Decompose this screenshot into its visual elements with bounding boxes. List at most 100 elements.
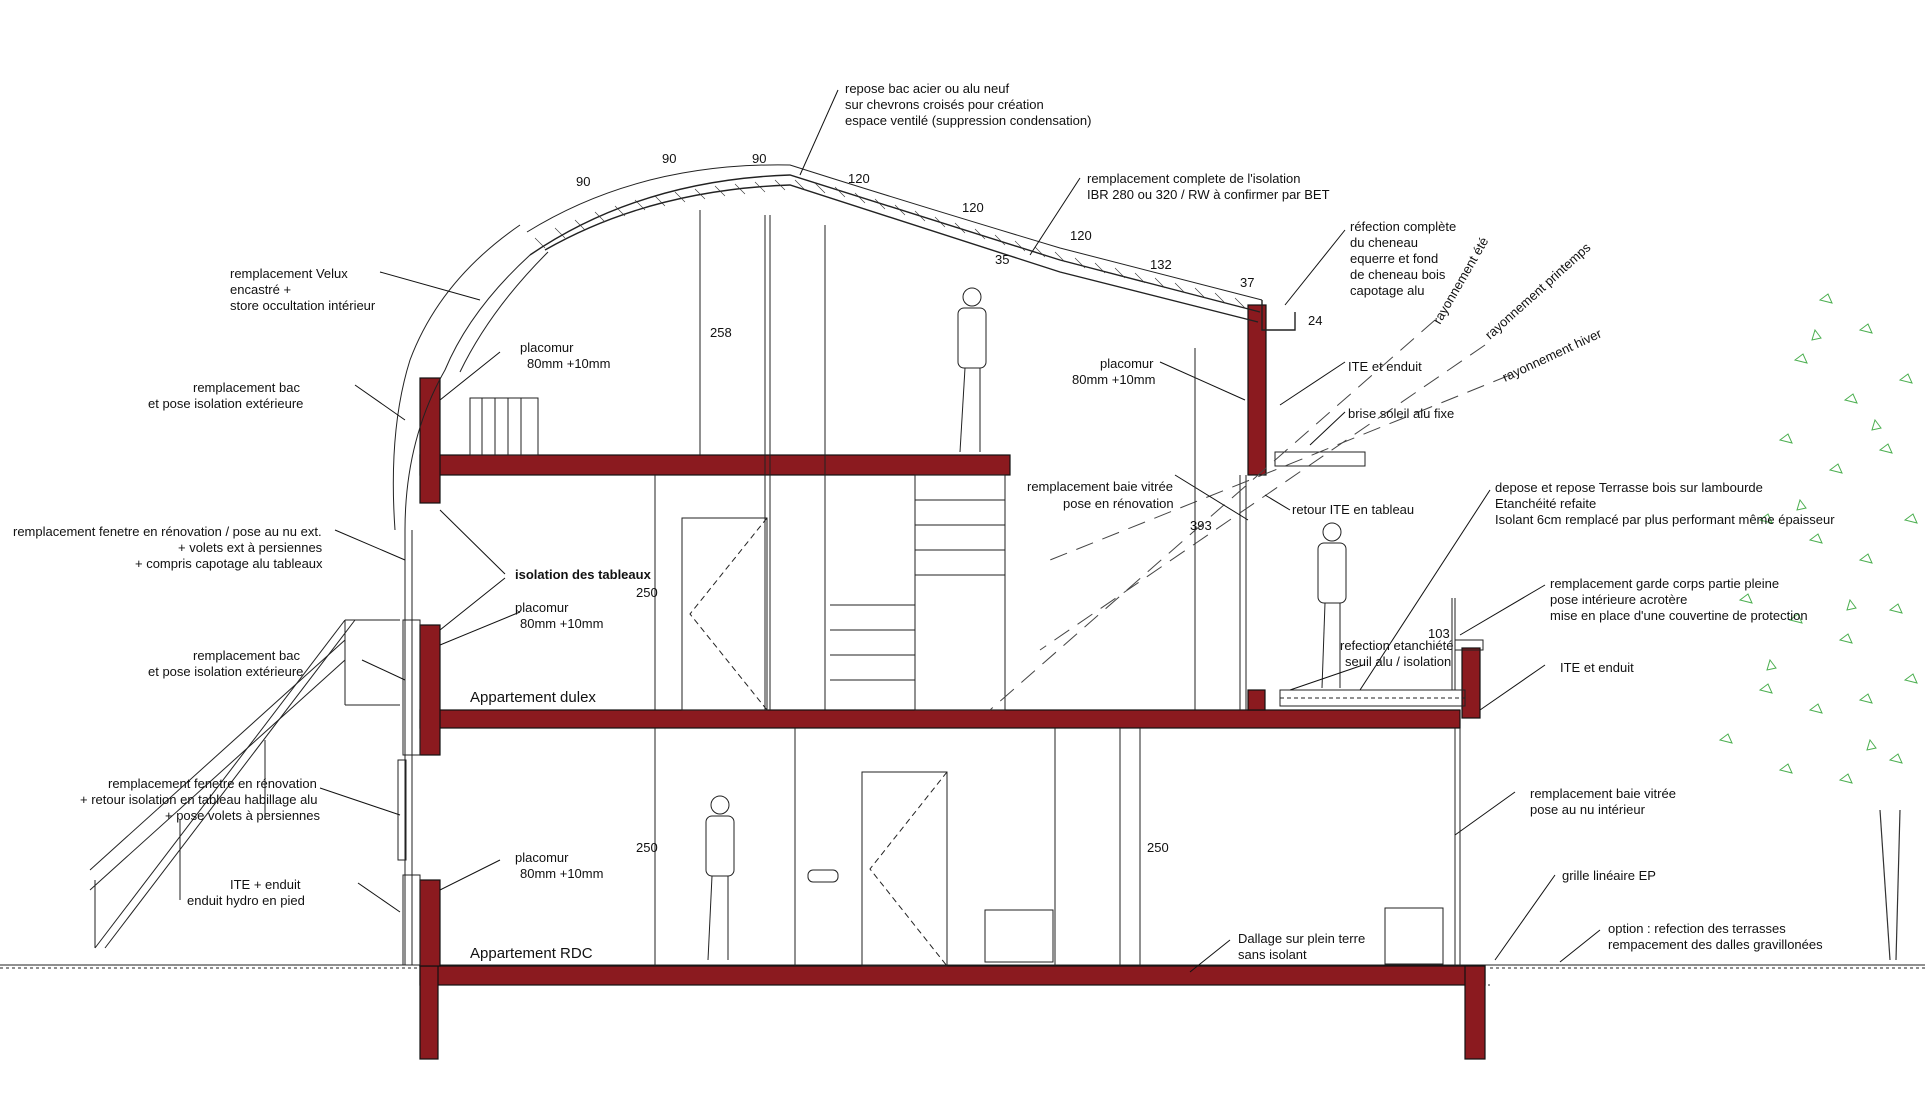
svg-text:remplacement fenetre en rénova: remplacement fenetre en rénovation / pos…: [13, 524, 322, 539]
roof: [392, 164, 1296, 531]
roof-insulation-hatch: [534, 179, 1246, 309]
ground-slab: [419, 965, 1486, 986]
svg-text:Etanchéité refaite: Etanchéité refaite: [1495, 496, 1596, 511]
annotation-ite-right-mid: ITE et enduit: [1560, 660, 1634, 675]
annotation-isolation-tableaux: isolation des tableaux: [515, 567, 652, 582]
svg-text:placomur: placomur: [515, 600, 569, 615]
annotation-garde-corps: remplacement garde corps partie pleine p…: [1550, 576, 1808, 623]
svg-text:80mm +10mm: 80mm +10mm: [520, 616, 603, 631]
annotation-cheneau: réfection complète du cheneau equerre et…: [1350, 219, 1456, 298]
terrace-step: [1247, 689, 1266, 711]
label-sun-winter: rayonnement hiver: [1500, 325, 1605, 384]
room-label-ground: Appartement RDC: [470, 945, 593, 962]
svg-text:placomur: placomur: [515, 850, 569, 865]
annotation-bac-mid-left: remplacement bac et pose isolation extér…: [148, 648, 303, 679]
svg-text:80mm +10mm: 80mm +10mm: [1072, 372, 1155, 387]
person-figures: [705, 287, 1347, 961]
svg-text:remplacement bac: remplacement bac: [193, 648, 300, 663]
svg-text:80mm +10mm: 80mm +10mm: [527, 356, 610, 371]
annotation-roof-insulation: remplacement complete de l'isolation IBR…: [1087, 171, 1330, 202]
exterior-stair: [89, 619, 400, 949]
svg-text:et pose isolation extérieure: et pose isolation extérieure: [148, 664, 303, 679]
svg-text:refection etanchiété: refection etanchiété: [1340, 638, 1453, 653]
annotation-placomur-3: placomur 80mm +10mm: [515, 850, 603, 881]
annotation-ite-right-top: ITE et enduit: [1348, 359, 1422, 374]
left-wall-mid: [419, 624, 441, 756]
annotation-option-terrasses: option : refection des terrasses rempace…: [1608, 921, 1823, 952]
dimension-lines: [654, 210, 1456, 966]
tree: [1718, 293, 1918, 961]
svg-text:option : refection des terrass: option : refection des terrasses: [1608, 921, 1786, 936]
dim-roof-7: 132: [1150, 257, 1172, 272]
dim-258: 258: [710, 325, 732, 340]
annotation-fenetre-ground: remplacement fenetre en rénovation + ret…: [80, 776, 321, 823]
svg-text:remplacement bac: remplacement bac: [193, 380, 300, 395]
annotation-placomur-1: placomur 80mm +10mm: [520, 340, 610, 371]
left-wall-top: [419, 377, 441, 504]
room-labels: Appartement dulex Appartement RDC: [470, 689, 596, 962]
svg-text:+ volets ext à persiennes: + volets ext à persiennes: [178, 540, 323, 555]
svg-text:du cheneau: du cheneau: [1350, 235, 1418, 250]
annotation-velux: remplacement Velux encastré + store occu…: [230, 266, 376, 313]
annotation-grille: grille linéaire EP: [1562, 868, 1656, 883]
dim-250-ground-left: 250: [636, 840, 658, 855]
dim-roof-4: 120: [848, 171, 870, 186]
acroterion: [1461, 647, 1481, 719]
dim-250-upper: 250: [636, 585, 658, 600]
svg-text:80mm +10mm: 80mm +10mm: [520, 866, 603, 881]
svg-text:mise en place d'une couvertine: mise en place d'une couvertine de protec…: [1550, 608, 1808, 623]
leader-lines: [319, 89, 1601, 973]
svg-text:capotage alu: capotage alu: [1350, 283, 1424, 298]
dim-roof-5: 120: [962, 200, 984, 215]
svg-text:IBR 280 ou 320 / RW à confirme: IBR 280 ou 320 / RW à confirmer par BET: [1087, 187, 1330, 202]
annotation-bac-top-left: remplacement bac et pose isolation extér…: [148, 380, 303, 411]
left-wall-low: [419, 879, 441, 967]
svg-text:pose intérieure acrotère: pose intérieure acrotère: [1550, 592, 1687, 607]
svg-text:remplacement fenetre en rénova: remplacement fenetre en rénovation: [108, 776, 317, 791]
svg-text:+ compris capotage alu tableau: + compris capotage alu tableaux: [135, 556, 323, 571]
svg-text:sur chevrons croisés pour créa: sur chevrons croisés pour création: [845, 97, 1044, 112]
annotation-etancheite-seuil: refection etanchiété seuil alu / isolati…: [1340, 638, 1453, 669]
mezzanine-slab: [419, 454, 1011, 476]
svg-text:encastré +: encastré +: [230, 282, 291, 297]
dim-roof-8: 37: [1240, 275, 1254, 290]
svg-text:réfection complète: réfection complète: [1350, 219, 1456, 234]
annotation-terrasse: depose et repose Terrasse bois sur lambo…: [1495, 480, 1835, 527]
svg-text:+ retour isolation en tableau: + retour isolation en tableau habillage …: [80, 792, 317, 807]
annotation-brise-soleil: brise soleil alu fixe: [1348, 406, 1454, 421]
annotation-placomur-right: placomur 80mm +10mm: [1072, 356, 1155, 387]
annotation-ite-ground: ITE + enduit enduit hydro en pied: [187, 877, 305, 908]
label-sun-spring: rayonnement printemps: [1482, 239, 1594, 342]
dim-roof-3: 90: [752, 151, 766, 166]
svg-text:repose bac acier ou alu neuf: repose bac acier ou alu neuf: [845, 81, 1009, 96]
svg-text:pose au nu intérieur: pose au nu intérieur: [1530, 802, 1646, 817]
foundation-left: [419, 965, 439, 1060]
svg-text:de cheneau bois: de cheneau bois: [1350, 267, 1446, 282]
sun-rays: [989, 319, 1511, 711]
foundation-right: [1464, 965, 1486, 1060]
svg-text:Isolant 6cm remplacé par plus: Isolant 6cm remplacé par plus performant…: [1495, 512, 1835, 527]
annotation-roof-bac: repose bac acier ou alu neuf sur chevron…: [845, 81, 1091, 128]
dim-roof-6: 120: [1070, 228, 1092, 243]
svg-text:remplacement baie vitrée: remplacement baie vitrée: [1530, 786, 1676, 801]
svg-text:remplacement garde corps parti: remplacement garde corps partie pleine: [1550, 576, 1779, 591]
doors: [681, 517, 948, 967]
interior-stair: [830, 474, 1006, 711]
dim-393: 393: [1190, 518, 1212, 533]
svg-text:sans isolant: sans isolant: [1238, 947, 1307, 962]
svg-text:depose et repose Terrasse bois: depose et repose Terrasse bois sur lambo…: [1495, 480, 1763, 495]
svg-text:remplacement Velux: remplacement Velux: [230, 266, 348, 281]
furniture: [469, 397, 1444, 965]
left-facade: [397, 530, 421, 966]
annotation-dallage: Dallage sur plein terre sans isolant: [1238, 931, 1365, 962]
annotation-placomur-2: placomur 80mm +10mm: [515, 600, 603, 631]
room-label-upper: Appartement dulex: [470, 689, 596, 706]
dim-24: 24: [1308, 313, 1322, 328]
svg-text:+ pose volets à persiennes: + pose volets à persiennes: [165, 808, 321, 823]
svg-text:remplacement complete de l'iso: remplacement complete de l'isolation: [1087, 171, 1300, 186]
dim-35: 35: [995, 252, 1009, 267]
svg-text:espace ventilé (suppression co: espace ventilé (suppression condensation…: [845, 113, 1091, 128]
dim-roof-2: 90: [662, 151, 676, 166]
dim-roof-1: 90: [576, 174, 590, 189]
